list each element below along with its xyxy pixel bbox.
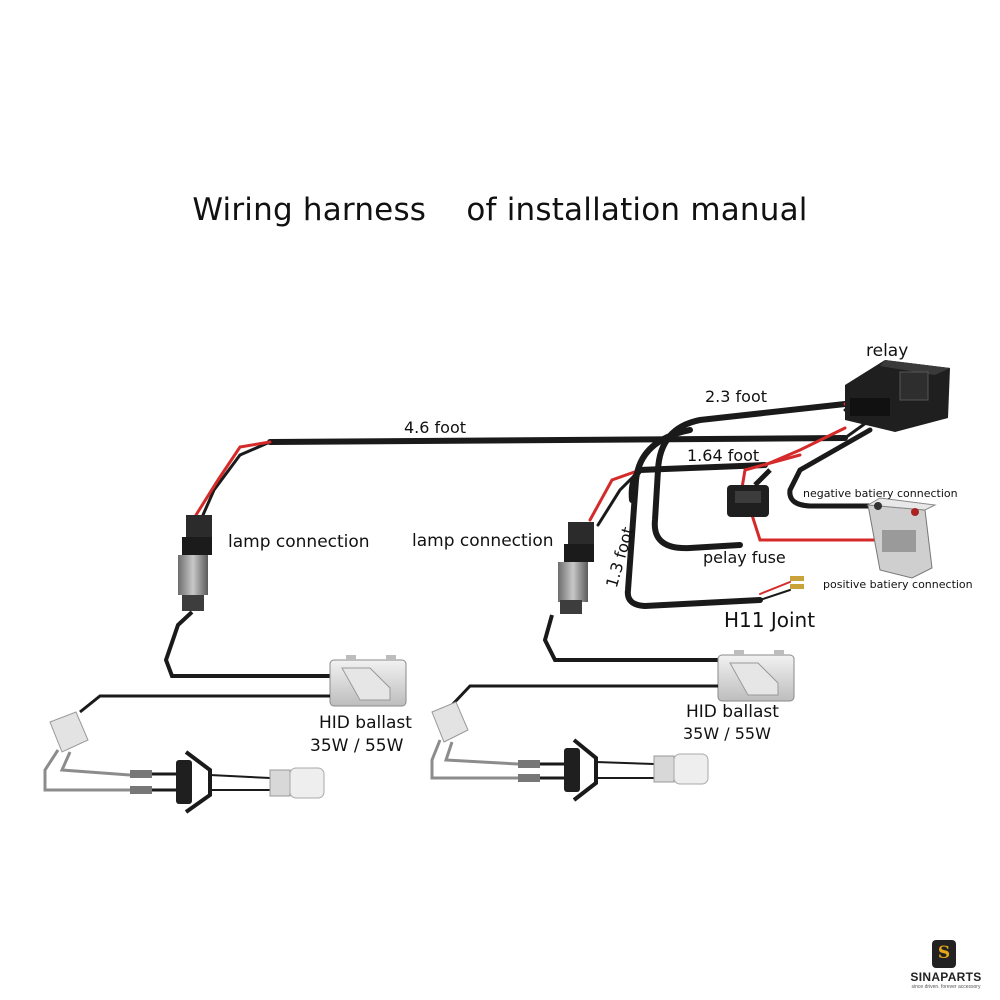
wire-1-64-foot [588,426,847,527]
h11-joint-pins [790,576,804,589]
logo-name: SINAPARTS [910,970,982,984]
positive-battery-label: positive batiery connection [823,578,973,591]
relay-fuse-label: pelay fuse [703,548,786,567]
wire-ballast-to-igniter-right [450,684,718,707]
wire-lamp-to-ballast-left [163,610,330,678]
igniter-bulb-left [43,711,325,814]
ballast-wattage-right-label: 35W / 55W [683,724,771,743]
length-2-3-foot-label: 2.3 foot [705,387,768,406]
lamp-connection-left-label: lamp connection [228,532,370,552]
logo-badge-icon [932,940,956,968]
lamp-connection-right-label: lamp connection [412,531,554,551]
wire-lamp-to-ballast-right [542,614,720,662]
wire-negative-battery [787,427,873,509]
sinaparts-logo: SINAPARTS since driven. forever accessor… [900,940,992,996]
negative-battery-label: negative batiery connection [803,487,958,500]
relay-fuse-holder [727,468,772,517]
igniter-bulb-right [430,701,709,802]
lamp-connector-right [558,522,594,614]
battery [866,497,937,579]
hid-ballast-left-label: HID ballast [319,713,412,733]
relay-unit [845,360,950,432]
logo-tagline: since driven. forever accessory [911,984,981,990]
ballast-wattage-left-label: 35W / 55W [310,736,404,756]
hid-ballast-right [717,650,795,702]
h11-joint-label: H11 Joint [724,608,816,632]
lamp-connector-left [178,515,212,611]
wire-4-6-foot [194,418,872,517]
page-title: Wiring harness of installation manual [192,192,808,228]
wire-ballast-to-igniter-left [79,694,330,714]
length-4-6-foot-label: 4.6 foot [404,418,467,437]
relay-label: relay [866,341,909,361]
wire-1-3-foot [624,427,791,610]
hid-ballast-right-label: HID ballast [686,702,779,722]
hid-ballast-left [329,655,407,707]
length-1-64-foot-label: 1.64 foot [687,446,760,465]
